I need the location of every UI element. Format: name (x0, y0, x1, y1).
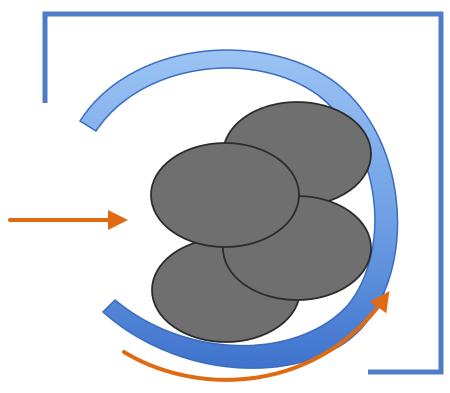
disc-ellipse-front (150, 142, 300, 248)
curved-guide-band (78, 49, 399, 369)
frame-outline (42, 11, 444, 375)
disc-stack (150, 101, 372, 343)
curved-arrow (122, 291, 390, 382)
